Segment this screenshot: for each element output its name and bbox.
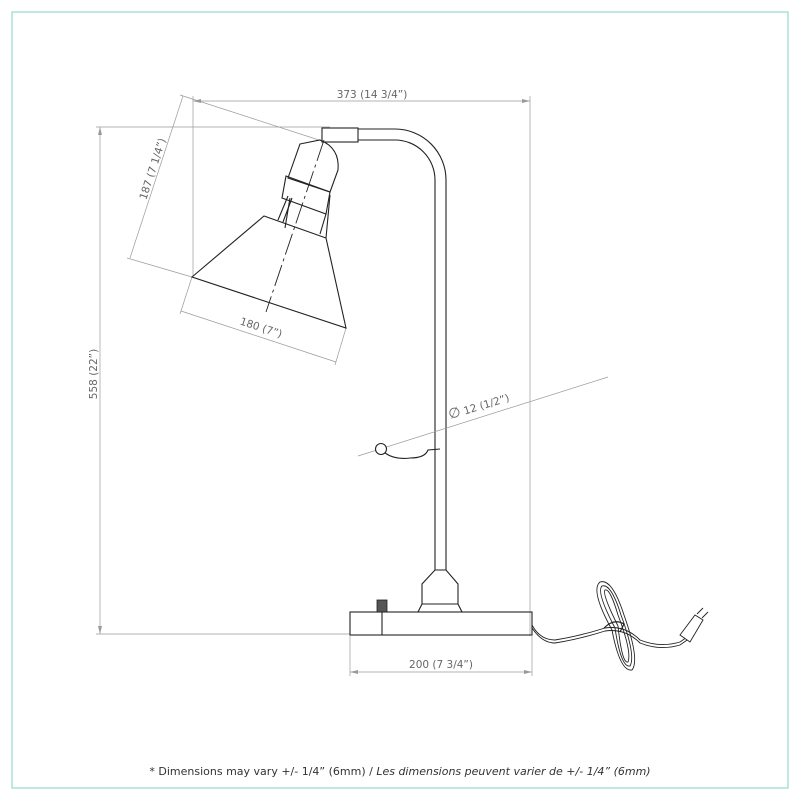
base-width-label: 200 (7 3/4”): [409, 659, 473, 671]
width-dimension: 373 (14 3/4”): [192, 89, 531, 636]
switch-knob: [376, 599, 388, 613]
lamp-arm: [321, 127, 447, 570]
height-dimension: 558 (22”): [88, 126, 350, 635]
footnote: * Dimensions may vary +/- 1/4” (6mm) / L…: [0, 765, 800, 778]
footnote-english: * Dimensions may vary +/- 1/4” (6mm) /: [149, 765, 377, 778]
shade-diameter-dimension: 180 (7”): [179, 276, 347, 366]
width-label: 373 (14 3/4”): [337, 89, 408, 101]
shade-diameter-label: 180 (7”): [238, 316, 283, 341]
tube-diameter-dimension: ∅ 12 (1/2”): [357, 376, 609, 459]
lamp-base: [349, 569, 533, 636]
diameter-symbol: ∅: [446, 404, 462, 423]
height-label: 558 (22”): [88, 349, 100, 399]
lamp-shade: [190, 139, 347, 329]
shade-length-label: 187 (7 1/4”): [138, 137, 169, 202]
footnote-french: Les dimensions peuvent varier de +/- 1/4…: [376, 765, 651, 778]
base-width-dimension: 200 (7 3/4”): [349, 636, 533, 676]
frame-border: [11, 11, 789, 789]
power-cord: [531, 581, 709, 671]
